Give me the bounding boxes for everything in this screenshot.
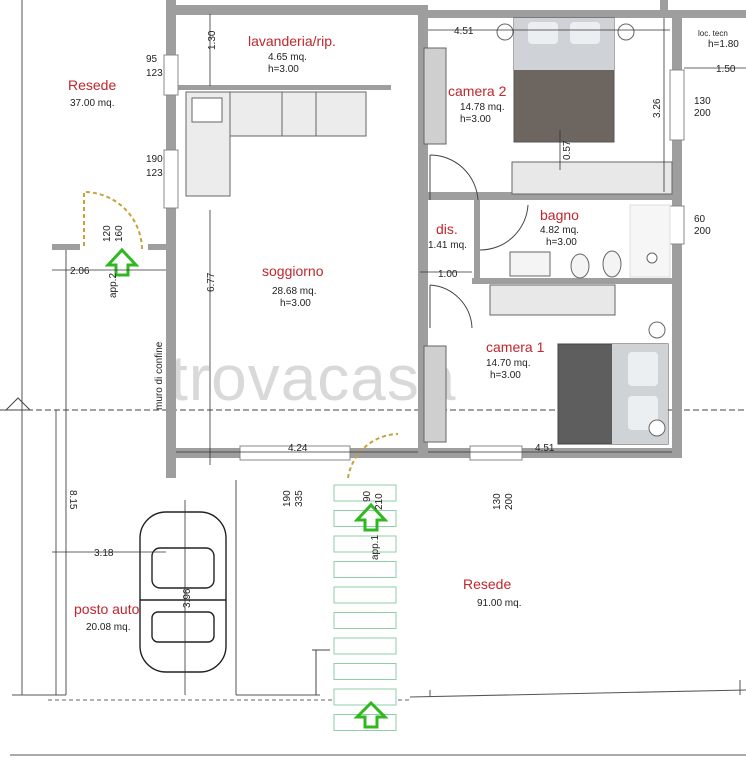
dim-parking-length: 3.96	[182, 588, 193, 608]
dim-soggiorno-height: 6.77	[206, 272, 217, 292]
room-height-soggiorno: h=3.00	[280, 298, 311, 309]
kitchen-counter	[185, 91, 367, 197]
room-height-camera2: h=3.00	[460, 114, 491, 125]
walkway-tile	[333, 612, 397, 629]
room-area-bagno: 4.82 mq.	[540, 225, 579, 236]
room-name-soggiorno: soggiorno	[262, 263, 324, 279]
opening-cam1-a: 130	[492, 493, 503, 510]
room-name-posto-auto: posto auto	[74, 601, 140, 617]
room-area-posto-auto: 20.08 mq.	[86, 622, 130, 633]
opening-left-b: 123	[146, 168, 163, 179]
dim-cam2-wardrobe: 0.57	[562, 140, 573, 160]
room-name-camera1: camera 1	[486, 339, 545, 355]
opening-cam1-b: 200	[504, 493, 515, 510]
room-name-bagno: bagno	[540, 207, 579, 223]
opening-bagno-b: 200	[694, 226, 711, 237]
room-name-dis: dis.	[436, 221, 458, 237]
room-height-loc-tecn: h=1.80	[708, 39, 739, 50]
room-name-resede-bottom: Resede	[463, 576, 511, 592]
room-height-lavanderia: h=3.00	[268, 64, 299, 75]
dimension-lines	[52, 14, 746, 695]
opening-sogg-a: 190	[282, 490, 293, 507]
car	[139, 511, 227, 673]
walkway-tile	[333, 484, 397, 502]
room-name-loc-tecn: loc. tecn	[698, 29, 728, 38]
watermark: trovacasa	[170, 342, 456, 414]
dim-parking-width: 3.18	[94, 548, 114, 559]
dim-cam2-height: 3.26	[652, 98, 663, 118]
opening-cam2-b: 200	[694, 108, 711, 119]
walkway-tile	[333, 637, 397, 655]
room-area-camera2: 14.78 mq.	[460, 102, 504, 113]
opening-bagno-a: 60	[694, 214, 706, 225]
room-area-lavanderia: 4.65 mq.	[268, 52, 307, 63]
doors	[83, 190, 399, 479]
opening-main-door-a: 90	[362, 490, 373, 502]
room-area-resede-left: 37.00 mq.	[70, 98, 114, 109]
room-height-camera1: h=3.00	[490, 370, 521, 381]
dim-resede-width: 2.06	[70, 266, 90, 277]
dim-cam2-width: 4.51	[454, 26, 474, 37]
windows	[163, 54, 685, 461]
opening-left-a: 190	[146, 154, 163, 165]
dim-loc-width: 1.50	[716, 64, 736, 75]
room-area-resede-bottom: 91.00 mq.	[477, 598, 521, 609]
opening-main-door-b: 210	[374, 493, 385, 510]
furniture-lines	[312, 649, 330, 695]
dim-soggiorno-width: 4.24	[288, 443, 308, 454]
room-height-bagno: h=3.00	[546, 237, 577, 248]
label-app1: app.1	[370, 535, 381, 560]
furniture	[423, 47, 673, 443]
label-app2: app.2	[108, 273, 119, 298]
opening-door-left-a: 120	[102, 225, 113, 242]
dim-dis-width: 1.00	[438, 269, 458, 280]
inner-doors	[429, 154, 529, 329]
walkway-tile	[333, 586, 397, 604]
room-name-resede-left: Resede	[68, 77, 116, 93]
label-muro-di-confine: muro di confine	[154, 341, 165, 410]
opening-sogg-b: 335	[294, 490, 305, 507]
night-lamps	[496, 23, 666, 437]
room-name-lavanderia: lavanderia/rip.	[248, 33, 336, 49]
opening-door-left-b: 160	[114, 225, 125, 242]
walkway-tile	[333, 561, 397, 578]
room-area-camera1: 14.70 mq.	[486, 358, 530, 369]
room-area-soggiorno: 28.68 mq.	[272, 286, 316, 297]
room-name-camera2: camera 2	[448, 83, 507, 99]
walkway-tile	[333, 535, 397, 553]
dim-cam1-width: 4.51	[535, 443, 555, 454]
dim-total-length: 8.15	[67, 490, 78, 510]
room-area-dis: 1.41 mq.	[428, 240, 467, 251]
opening-lav-a: 95	[146, 54, 158, 65]
site-lines	[10, 0, 746, 756]
dim-lav-height: 1.30	[207, 30, 218, 50]
opening-cam2-a: 130	[694, 96, 711, 107]
section-marker	[4, 397, 32, 411]
walkway-tile	[333, 663, 397, 680]
walkway-tile	[333, 688, 397, 706]
bed-camera2	[513, 17, 615, 143]
opening-lav-b: 123	[146, 68, 163, 79]
